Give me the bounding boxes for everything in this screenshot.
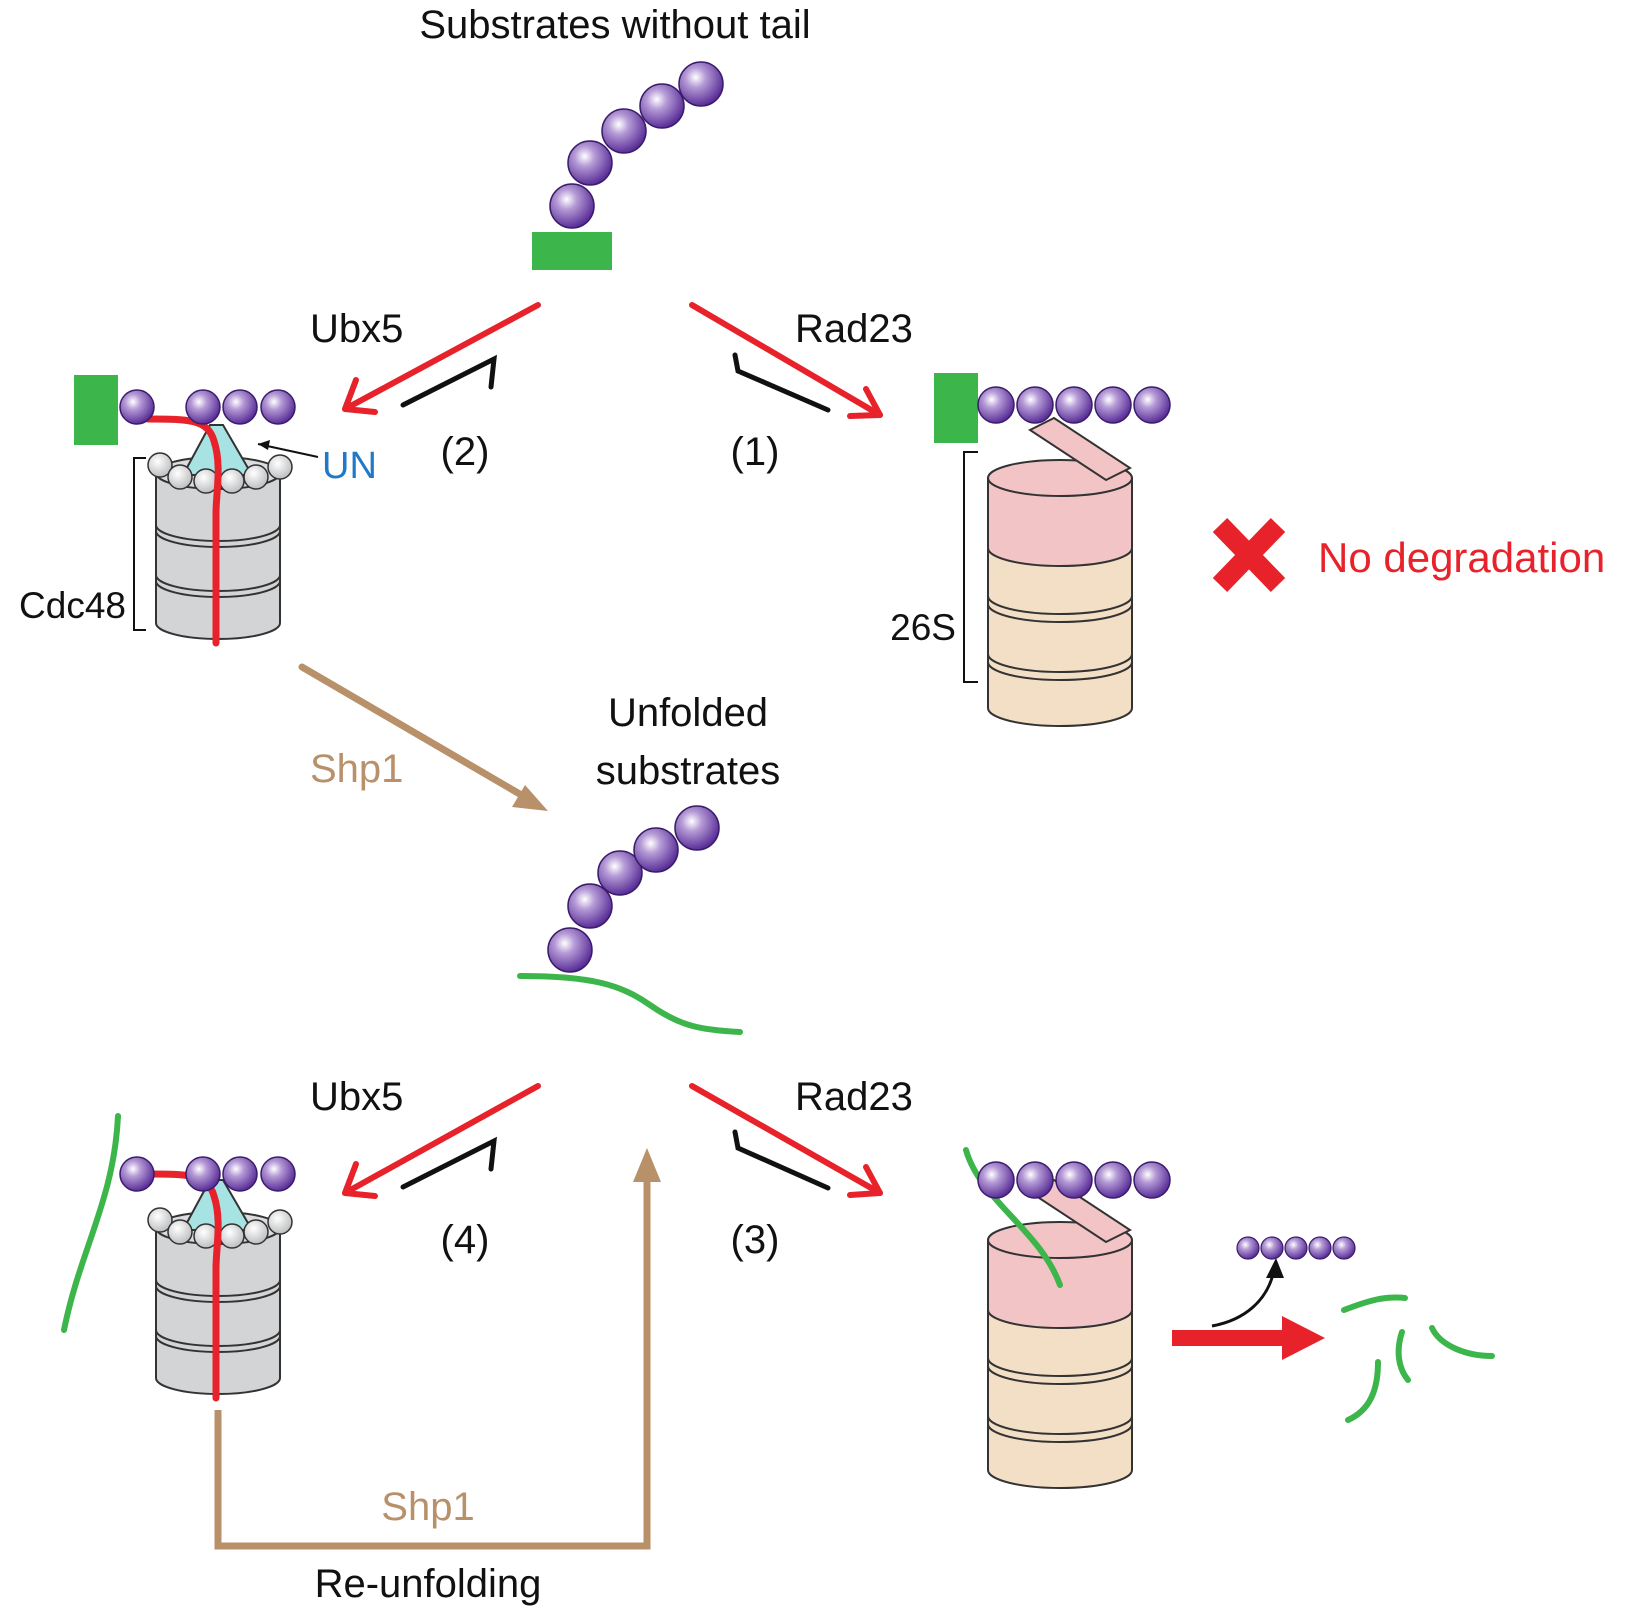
proteasome-bracket <box>963 451 978 683</box>
unfolded-chain <box>963 1147 1063 1288</box>
arrow-ubx5-forward-bottom <box>342 1083 541 1199</box>
unfolded-substrate <box>517 805 743 1035</box>
arrow-rad23-forward-bottom <box>689 1083 883 1198</box>
arrow-ubx5-reverse-top <box>400 354 497 408</box>
label-step-2: (2) <box>441 430 490 474</box>
arrow-rad23-reverse-bottom <box>732 1129 831 1191</box>
ubiquitin-chain <box>977 1161 1171 1199</box>
label-shp1-top: Shp1 <box>310 747 403 791</box>
substrate-folded-block <box>74 375 118 445</box>
unfolded-chain <box>517 973 743 1035</box>
un-pointer-arrow <box>257 440 319 458</box>
label-shp1-bottom: Shp1 <box>381 1485 474 1529</box>
proteasome-26s-top <box>934 373 1171 727</box>
label-unfolded: Unfolded <box>608 691 768 735</box>
cdc48-bracket <box>133 457 146 631</box>
arrow-degradation <box>1172 1316 1325 1360</box>
cdc48-complex-top <box>74 375 296 643</box>
arrow-rad23-reverse-top <box>732 352 831 413</box>
label-cdc48: Cdc48 <box>19 585 126 626</box>
title-substrates-without-tail: Substrates without tail <box>419 3 810 47</box>
released-ubiquitin-chain <box>1236 1236 1356 1260</box>
ubiquitin-chain <box>547 805 720 973</box>
label-26s: 26S <box>890 607 956 648</box>
label-no-degradation: No degradation <box>1318 534 1605 581</box>
peptide-fragments <box>1341 1294 1495 1423</box>
label-step-1: (1) <box>731 430 780 474</box>
unfolded-chain <box>61 1113 121 1333</box>
arrow-ubx5-forward-top <box>342 302 541 415</box>
ubiquitin-chain <box>119 389 296 425</box>
ubiquitin-chain <box>977 386 1171 424</box>
arrow-ubiquitin-release <box>1211 1258 1284 1328</box>
label-reunfolding: Re-unfolding <box>315 1562 542 1606</box>
label-ubx5-top: Ubx5 <box>310 307 403 351</box>
label-step-4: (4) <box>441 1218 490 1262</box>
arrow-rad23-forward-top <box>689 302 883 419</box>
label-step-3: (3) <box>731 1218 780 1262</box>
substrate-folded-block <box>532 232 612 270</box>
proteasome-26s-bottom <box>963 1147 1171 1489</box>
label-rad23-top: Rad23 <box>795 307 913 351</box>
substrate-folded-block <box>934 373 978 443</box>
substrate-without-tail <box>532 61 724 270</box>
ubiquitin-chain <box>119 1156 296 1192</box>
label-ubx5-bottom: Ubx5 <box>310 1075 403 1119</box>
arrow-shp1-unfolding <box>298 663 548 811</box>
ubiquitin-chain <box>549 61 724 229</box>
arrow-shp1-reunfolding <box>214 1148 661 1550</box>
red-x-icon <box>1212 518 1286 592</box>
label-rad23-bottom: Rad23 <box>795 1075 913 1119</box>
label-un: UN <box>322 445 377 487</box>
label-substrates: substrates <box>596 749 781 793</box>
arrow-ubx5-reverse-bottom <box>400 1136 497 1190</box>
cdc48-complex-bottom <box>61 1113 296 1398</box>
